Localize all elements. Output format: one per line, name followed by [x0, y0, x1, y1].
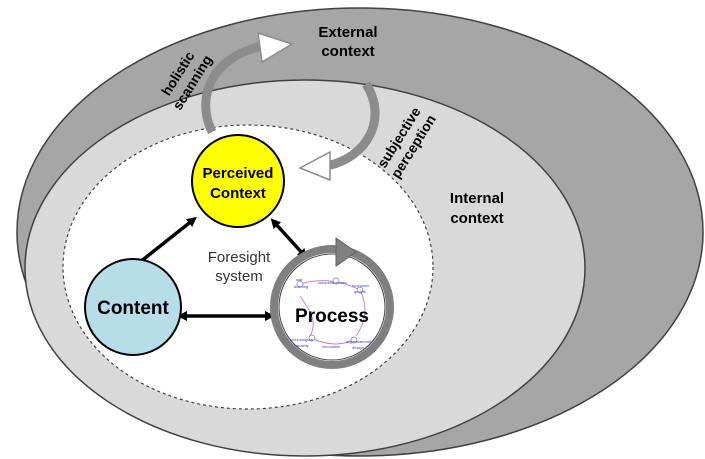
process-node-inner-ring [278, 253, 386, 361]
subjective-perception-arrow [324, 81, 380, 171]
internal-context-label-line1: Internal [450, 190, 504, 207]
mini-label-2: learning [294, 284, 308, 289]
external-context-label-line2: context [321, 43, 374, 60]
mini-label-5: growth [354, 289, 366, 294]
perceived-context-label-line1: Perceived [203, 165, 274, 182]
mini-label-3: competitiveness [318, 280, 347, 285]
holistic-scanning-arrow [201, 41, 264, 134]
mini-label-8: innovation [322, 344, 340, 349]
perceived-context-label-line2: Context [210, 185, 266, 202]
subjective-perception-arrowhead [298, 150, 331, 182]
perceived-content-arrow [131, 216, 197, 270]
perceived-context-node [191, 134, 285, 228]
process-cycle-arrowhead [335, 237, 357, 267]
foresight-system-label-line2: system [215, 268, 263, 285]
mini-label-4: economic [352, 283, 369, 288]
mini-label-9: organisational [346, 339, 371, 344]
process-mini-diagram: slat learning competitiveness economic g… [290, 277, 371, 350]
foresight-system-label-line1: Foresight [208, 249, 271, 266]
perceived-process-arrow [270, 218, 308, 259]
process-node [270, 245, 394, 369]
internal-context-label-line2: context [450, 210, 503, 227]
content-node [84, 258, 182, 356]
holistic-scanning-arrowhead [257, 31, 294, 64]
external-context-label-line1: External [318, 24, 377, 41]
process-label: Process [295, 306, 369, 327]
mini-label-6: technological [290, 337, 313, 342]
content-label: Content [97, 298, 169, 319]
mini-label-10: design [352, 345, 364, 350]
mini-label-7: capacity [294, 343, 309, 348]
mini-label-1: slat [296, 277, 303, 282]
